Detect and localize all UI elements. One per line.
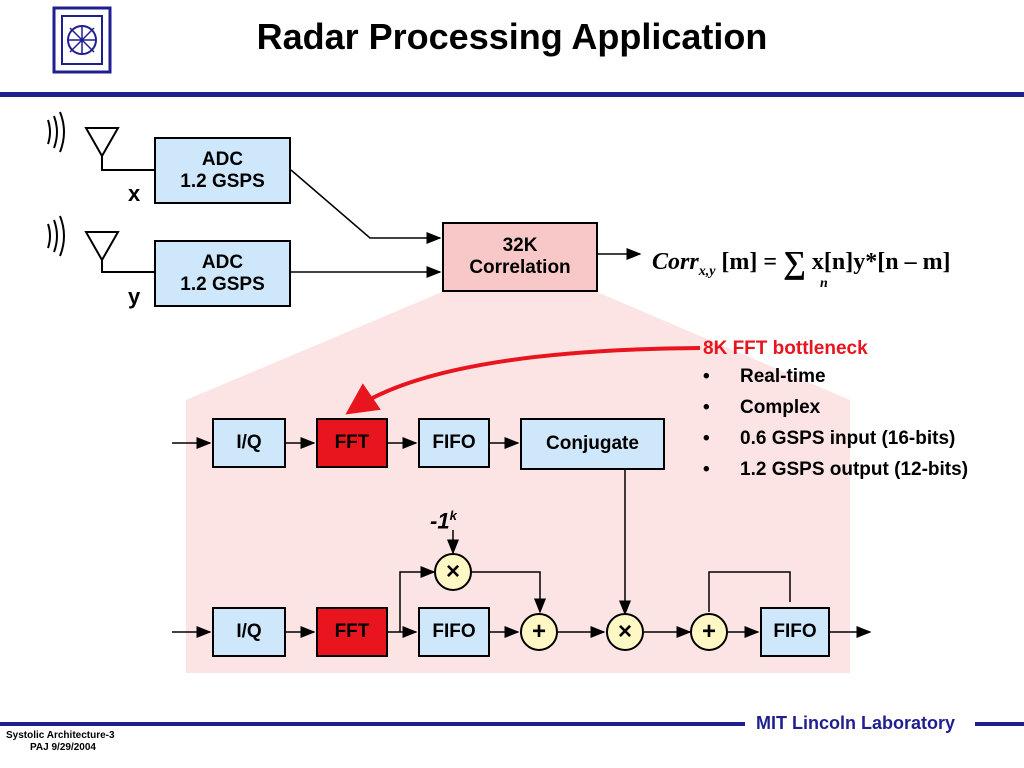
correlation-line2: Correlation (469, 257, 571, 278)
bottleneck-arrow (345, 346, 701, 415)
notes-heading: 8K FFT bottleneck (703, 338, 868, 359)
formula-rhs: x[n]y*[n – m] (811, 249, 951, 275)
list-item: •1.2 GSPS output (12-bits) (703, 459, 969, 480)
correlation-formula: Corrx,y [m] = ∑ x[n]y*[n – m] n (652, 240, 951, 291)
page-title: Radar Processing Application (256, 16, 768, 57)
bullet-icon: • (703, 459, 710, 480)
multiply-op-icon: × (606, 613, 644, 651)
adc-y-block: ADC 1.2 GSPS (154, 240, 291, 307)
adc-y-line1: ADC (201, 251, 244, 273)
footer-lab-name: MIT Lincoln Laboratory (756, 713, 956, 733)
correlation-line1: 32K (502, 235, 538, 256)
adc-x-block: ADC 1.2 GSPS (154, 137, 291, 204)
formula-m: [m] (721, 249, 758, 275)
formula-corr: Corr (652, 249, 699, 275)
fft-block-bottom: FFT (316, 607, 388, 657)
antenna-icon (47, 111, 154, 171)
conjugate-block: Conjugate (520, 418, 665, 470)
footer-left: Systolic Architecture-3 PAJ 9/29/2004 (6, 730, 115, 754)
header-rule (0, 92, 1024, 97)
bullet-icon: • (703, 397, 710, 418)
add-op-icon: + (520, 613, 558, 651)
bottleneck-notes: 8K FFT bottleneck •Real-time •Complex •0… (703, 338, 968, 490)
fifo-block-bottom: FIFO (418, 607, 490, 657)
iq-block-bottom: I/Q (212, 607, 286, 657)
signal-y-label: y (128, 284, 141, 309)
list-item: •0.6 GSPS input (16-bits) (703, 428, 956, 449)
footer-rule-right (975, 722, 1024, 726)
formula-sigma-sub: n (820, 276, 828, 291)
adc-x-line1: ADC (201, 148, 244, 170)
iq-block-top: I/Q (212, 418, 286, 468)
add-op-icon: + (690, 613, 728, 651)
fifo-block-output: FIFO (760, 607, 830, 657)
formula-sigma: ∑ (783, 244, 806, 280)
adc-x-line2: 1.2 GSPS (180, 170, 265, 192)
antenna-icon (47, 215, 154, 273)
list-item: •Real-time (703, 366, 826, 387)
footer-rule-left (0, 722, 745, 726)
wire-x (290, 169, 442, 244)
signal-x-label: x (128, 181, 141, 206)
lincoln-logo-icon (52, 6, 112, 74)
adc-y-line2: 1.2 GSPS (180, 273, 265, 295)
bullet-icon: • (703, 366, 710, 387)
correlation-block: 32K Correlation (442, 222, 598, 292)
fft-block-top: FFT (316, 418, 388, 468)
footer-line1: Systolic Architecture-3 (6, 730, 115, 741)
fifo-block-top: FIFO (418, 418, 490, 468)
bullet-icon: • (703, 428, 710, 449)
list-item: •Complex (703, 397, 821, 418)
multiply-op-icon: × (434, 553, 472, 591)
formula-eq: = (763, 249, 778, 275)
footer-line2: PAJ 9/29/2004 (30, 742, 96, 753)
negation-label: -1k (430, 508, 457, 534)
formula-sub: x,y (698, 263, 716, 279)
